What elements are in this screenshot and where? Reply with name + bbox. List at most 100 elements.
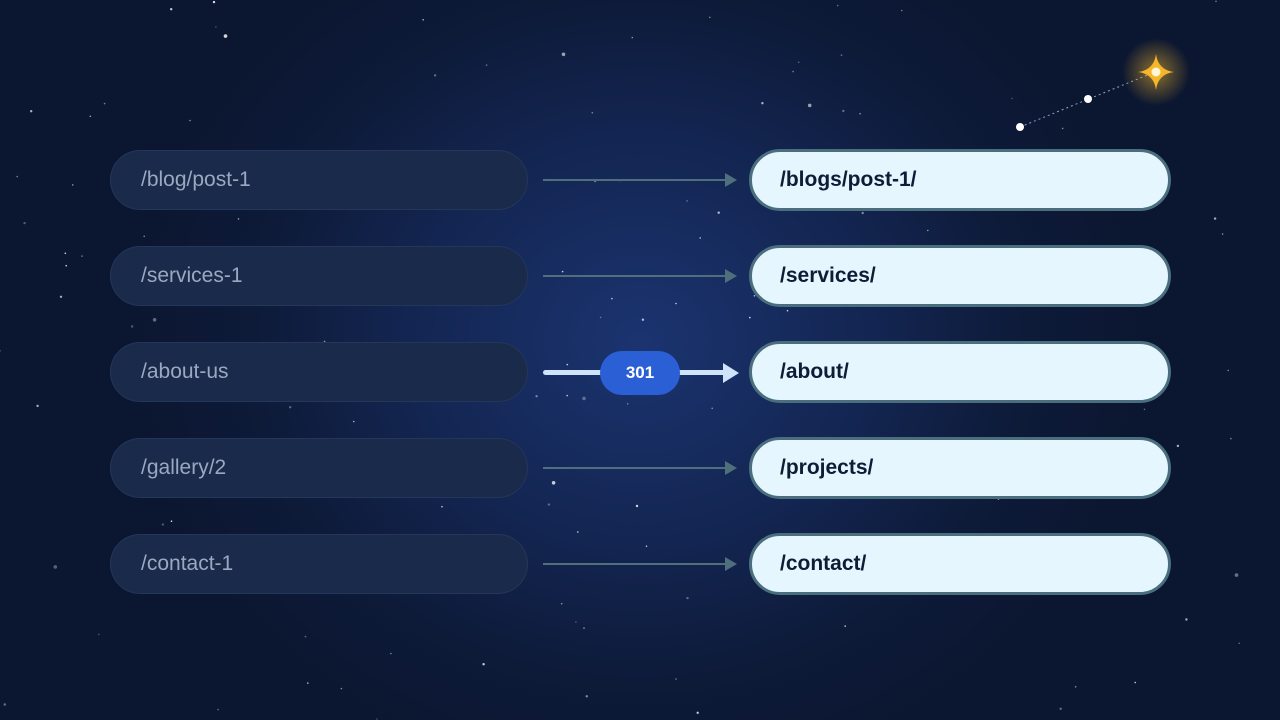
star-dot [1134,681,1136,684]
star-dot [626,403,629,405]
redirect-row: /blog/post-1 /blogs/post-1/ [0,149,1280,212]
star-dot [53,565,58,569]
star-dot [711,407,713,410]
star-dot [89,115,92,118]
source-url-pill: /gallery/2 [110,438,528,498]
star-dot [761,102,764,105]
star-dot [591,111,594,114]
redirect-arrow [543,461,737,475]
trail-dot [1084,95,1092,103]
star-dot [535,395,538,398]
star-dot [36,404,39,408]
star-dot [81,255,83,257]
star-dot [170,520,173,522]
star-dot [1059,707,1062,710]
star-dot [485,64,488,66]
star-dot [599,316,602,319]
star-dot [289,406,292,409]
redirect-row: /contact-1 /contact/ [0,533,1280,596]
star-dot [16,175,19,178]
star-dot [611,297,613,300]
target-url-pill: /services/ [749,245,1171,307]
star-dot [1215,0,1217,3]
star-dot [3,703,6,706]
star-dot [836,4,839,7]
source-url-pill: /services-1 [110,246,528,306]
target-url-pill: /projects/ [749,437,1171,499]
star-dot [441,505,443,508]
star-dot [547,503,551,506]
star-dot [1234,573,1239,577]
star-dot [699,237,701,239]
source-url-pill: /contact-1 [110,534,528,594]
star-dot [749,316,751,319]
trail-dot [1016,123,1024,131]
star-dot [635,504,639,508]
source-url-pill: /about-us [110,342,528,402]
redirect-arrow [543,269,737,283]
star-dot [161,523,165,526]
target-url-pill: /blogs/post-1/ [749,149,1171,211]
star-dot [859,112,861,115]
star-dot [30,110,33,113]
star-dot [1074,686,1077,688]
star-dot [143,235,145,238]
star-dot [237,218,240,220]
star-dot [577,531,579,533]
redirect-row: /services-1 /services/ [0,245,1280,308]
star-dot [709,16,711,19]
target-url-pill: /contact/ [749,533,1171,595]
star-dot [1061,127,1064,130]
star-dot [217,708,219,711]
star-dot [551,481,556,485]
star-dot [64,252,67,255]
star-dot [901,9,903,12]
star-dot [582,396,586,401]
star-dot [323,340,326,343]
star-dot [1185,618,1188,621]
star-dot [1176,444,1180,448]
redirect-row-active: /about-us 301 /about/ [0,341,1280,404]
star-dot [797,61,800,63]
star-dot [1227,369,1229,372]
star-dot [1143,408,1146,411]
star-dot [304,635,307,638]
star-dot [390,652,392,655]
star-dot [98,633,100,636]
star-dot [376,718,378,720]
star-dot [585,695,588,698]
star-dot [645,545,648,547]
star-dot [23,221,26,225]
star-dot [686,200,688,202]
star-dot [59,295,63,298]
star-dot [786,309,789,312]
star-dot [212,0,216,4]
star-dot [861,211,864,215]
star-dot [844,625,846,627]
star-dot [807,103,812,108]
star-dot [422,19,425,21]
redirect-arrow [543,557,737,571]
star-dot [842,109,845,113]
redirect-arrow [543,173,737,187]
star-dot [675,302,677,305]
star-dot [433,74,437,77]
star-dot [1011,97,1013,100]
star-dot [482,663,485,666]
star-dot [675,678,677,680]
star-dot [583,627,585,629]
star-dot [152,318,157,322]
target-url-pill: /about/ [749,341,1171,403]
star-dot [631,36,634,39]
star-dot [561,52,566,57]
star-dot [340,687,343,690]
star-dot [215,26,217,28]
star-dot [566,363,569,366]
star-dot [1238,642,1240,645]
star-dot [717,211,720,214]
star-dot [1213,217,1217,220]
star-dot [0,350,1,352]
star-dot [130,325,134,328]
star-dot [189,119,191,122]
star-dot [560,602,563,605]
